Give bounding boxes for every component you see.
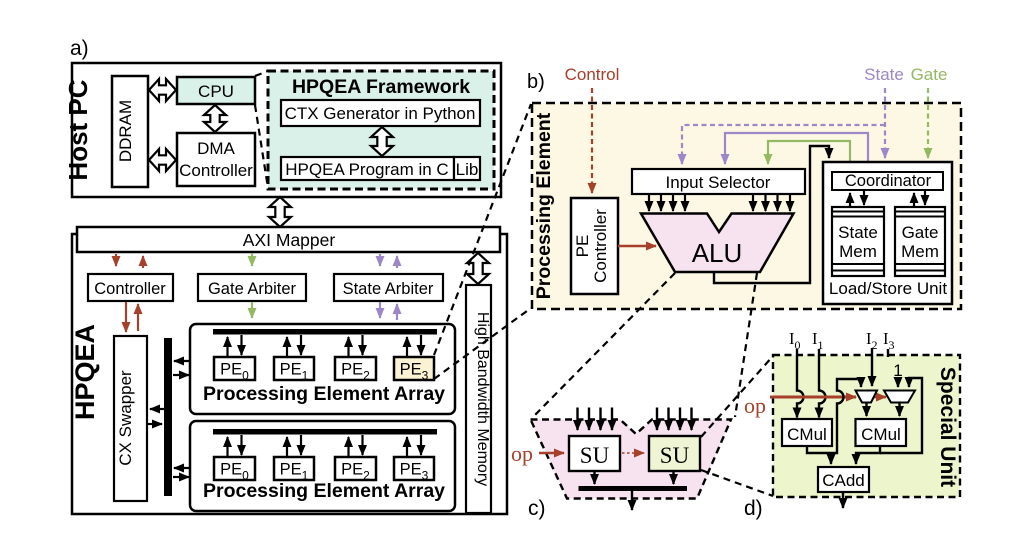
svg-text:HPQEA Program in C: HPQEA Program in C	[285, 160, 448, 179]
svg-text:State: State	[838, 223, 878, 242]
svg-text:op: op	[511, 441, 533, 466]
svg-text:CPU: CPU	[198, 82, 234, 101]
svg-text:Load/Store Unit: Load/Store Unit	[829, 279, 947, 298]
svg-text:Control: Control	[565, 65, 620, 84]
svg-text:SU: SU	[580, 443, 610, 468]
svg-text:CMul: CMul	[787, 425, 827, 444]
svg-text:I1: I1	[812, 329, 824, 352]
svg-text:PE2: PE2	[341, 461, 370, 483]
svg-text:Controller: Controller	[94, 280, 166, 298]
svg-text:Host PC: Host PC	[63, 79, 93, 180]
svg-text:c): c)	[528, 497, 546, 520]
svg-text:Gate: Gate	[902, 223, 939, 242]
svg-text:CAdd: CAdd	[822, 471, 865, 490]
svg-text:I2: I2	[866, 329, 878, 352]
svg-text:SU: SU	[660, 443, 690, 468]
svg-text:PE: PE	[573, 235, 592, 258]
svg-text:Processing Element Array: Processing Element Array	[203, 383, 445, 405]
svg-text:Lib: Lib	[456, 160, 479, 179]
svg-text:Special Unit: Special Unit	[936, 367, 959, 487]
svg-text:ALU: ALU	[692, 238, 743, 268]
svg-text:DMA: DMA	[197, 139, 235, 158]
svg-text:d): d)	[744, 497, 763, 520]
svg-text:Gate: Gate	[911, 65, 948, 84]
svg-text:State Arbiter: State Arbiter	[343, 280, 434, 298]
svg-text:Gate Arbiter: Gate Arbiter	[208, 280, 297, 298]
svg-text:b): b)	[527, 71, 545, 93]
svg-text:Coordinator: Coordinator	[845, 172, 932, 190]
svg-text:CMul: CMul	[861, 425, 901, 444]
svg-text:Input Selector: Input Selector	[666, 173, 771, 192]
svg-text:Mem: Mem	[901, 242, 939, 261]
svg-text:PE3: PE3	[400, 461, 429, 483]
svg-text:PE2: PE2	[341, 361, 370, 383]
svg-text:PE0: PE0	[220, 361, 249, 383]
svg-text:Processing Element Array: Processing Element Array	[203, 480, 445, 502]
svg-text:State: State	[864, 65, 904, 84]
svg-text:Processing Element: Processing Element	[533, 112, 555, 299]
svg-text:DDRAM: DDRAM	[116, 100, 135, 162]
svg-text:op: op	[744, 393, 766, 418]
svg-text:CX Swapper: CX Swapper	[116, 370, 135, 466]
svg-text:HPQEA Framework: HPQEA Framework	[292, 76, 470, 98]
svg-text:I3: I3	[883, 329, 895, 352]
svg-text:Controller: Controller	[591, 209, 610, 283]
svg-text:Controller: Controller	[179, 161, 253, 180]
svg-text:PE1: PE1	[280, 361, 309, 383]
svg-text:I0: I0	[789, 329, 801, 352]
svg-text:HPQEA: HPQEA	[70, 324, 100, 420]
svg-text:PE3: PE3	[400, 361, 429, 383]
svg-text:CTX Generator in Python: CTX Generator in Python	[285, 104, 476, 123]
svg-text:a): a)	[70, 37, 89, 60]
svg-text:1: 1	[893, 361, 902, 380]
svg-text:AXI Mapper: AXI Mapper	[243, 230, 336, 250]
svg-text:Mem: Mem	[839, 242, 877, 261]
svg-text:PE0: PE0	[220, 461, 249, 483]
svg-text:High Bandwidth Memory: High Bandwidth Memory	[474, 312, 491, 486]
svg-text:PE1: PE1	[280, 461, 309, 483]
